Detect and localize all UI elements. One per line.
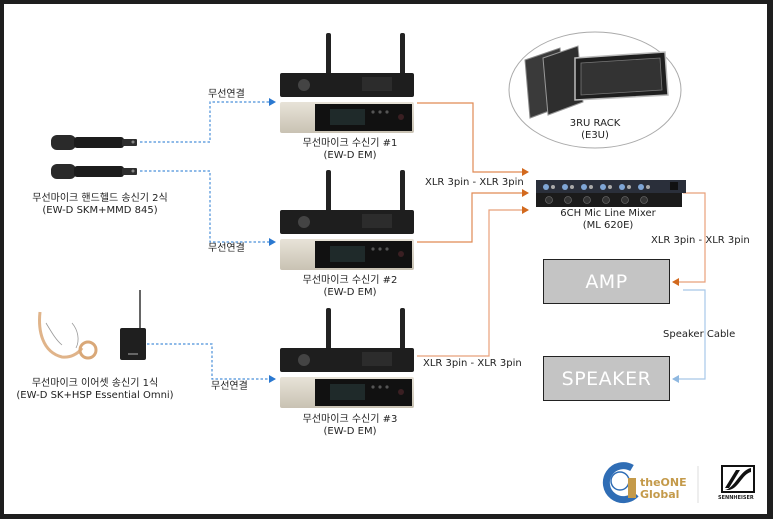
receiver-2-label: 무선마이크 수신기 #2 (EW-D EM) (290, 275, 410, 299)
speaker-box: SPEAKER (543, 356, 670, 401)
rack-label: 3RU RACK (E3U) (550, 118, 640, 142)
mixer-xlr-input (564, 196, 572, 204)
earset-headset-icon (38, 311, 98, 360)
antenna-icon (400, 33, 405, 77)
speaker-cable-link (672, 289, 706, 383)
xlr-link-amp (672, 192, 706, 286)
receiver-3-label: 무선마이크 수신기 #3 (EW-D EM) (290, 414, 410, 438)
mixer-knob (551, 185, 555, 189)
theone-global-logo (602, 462, 639, 504)
mixer-xlr-input (545, 196, 553, 204)
mixer-xlr-input (602, 196, 610, 204)
mixer-knob (608, 185, 612, 189)
wireless-links (140, 98, 276, 383)
rack-label-line2: (E3U) (581, 130, 609, 141)
rack-case-image (524, 45, 669, 119)
xlr-link-2 (417, 189, 529, 243)
xlr-label-1: XLR 3pin - XLR 3pin (425, 177, 524, 188)
theone-logo-text: theONE Global (640, 477, 687, 501)
mixer-xlr-input (640, 196, 648, 204)
mixer-xlr-input (621, 196, 629, 204)
antenna-icon (326, 308, 331, 352)
mixer-knob (627, 185, 631, 189)
mixer-knob (543, 184, 549, 190)
amp-box: AMP (543, 259, 670, 304)
speaker-cable-label: Speaker Cable (663, 329, 736, 340)
rack-label-line1: 3RU RACK (569, 118, 621, 129)
wireless-label-2: 무선연결 (208, 243, 245, 254)
mixer-label-line1: 6CH Mic Line Mixer (560, 208, 656, 219)
receiver-1-device (280, 33, 414, 133)
receiver-3-device (280, 308, 414, 408)
handheld-mic-2 (51, 164, 137, 179)
antenna-icon (326, 33, 331, 77)
xlr-label-3: XLR 3pin - XLR 3pin (651, 235, 750, 246)
sennheiser-logo (721, 465, 755, 493)
wireless-label-3: 무선연결 (211, 381, 248, 392)
antenna-icon (400, 170, 405, 214)
receiver-2-label-line2: (EW-D EM) (323, 287, 377, 298)
mixer-knob (589, 185, 593, 189)
mixer-knob (562, 184, 568, 190)
xlr-links (417, 102, 706, 357)
antenna-icon (400, 308, 405, 352)
xlr-link-3 (417, 206, 529, 357)
handheld-mic-1 (51, 135, 137, 150)
handheld-label-line2: (EW-D SKM+MMD 845) (42, 205, 158, 216)
receiver-1-label-line1: 무선마이크 수신기 #1 (302, 138, 398, 149)
wireless-label-1: 무선연결 (208, 89, 245, 100)
earset-label-line2: (EW-D SK+HSP Essential Omni) (16, 390, 174, 401)
xlr-link-1 (417, 102, 529, 176)
handheld-transmitter-label: 무선마이크 핸드헬드 송신기 2식 (EW-D SKM+MMD 845) (20, 193, 180, 217)
mixer-knob (581, 184, 587, 190)
mixer-label-line2: (ML 620E) (582, 220, 634, 231)
mixer-xlr-input (583, 196, 591, 204)
wireless-link-1 (140, 98, 276, 143)
mixer-knob (638, 184, 644, 190)
handheld-label-line1: 무선마이크 핸드헬드 송신기 2식 (32, 193, 168, 204)
theone-logo-line2: Global (640, 488, 680, 501)
receiver-3-label-line2: (EW-D EM) (323, 426, 377, 437)
antenna-icon (326, 170, 331, 214)
wireless-link-3 (147, 343, 276, 383)
theone-logo-line1: theONE (640, 476, 687, 489)
receiver-1-label: 무선마이크 수신기 #1 (EW-D EM) (290, 138, 410, 162)
receiver-2-device (280, 170, 414, 270)
receiver-3-label-line1: 무선마이크 수신기 #3 (302, 414, 398, 425)
mixer-device (536, 180, 686, 207)
mixer-knob (570, 185, 574, 189)
bodypack-transmitter (120, 290, 146, 360)
mixer-knob (600, 184, 606, 190)
earset-transmitter-label: 무선마이크 이어셋 송신기 1식 (EW-D SK+HSP Essential … (10, 378, 180, 402)
earset-label-line1: 무선마이크 이어셋 송신기 1식 (31, 378, 159, 389)
sennheiser-logo-text: SENNHEISER (718, 495, 754, 501)
mixer-label: 6CH Mic Line Mixer (ML 620E) (548, 208, 668, 232)
wireless-link-2 (140, 170, 276, 246)
mixer-knob (619, 184, 625, 190)
receiver-1-label-line2: (EW-D EM) (323, 150, 377, 161)
mixer-knob (646, 185, 650, 189)
xlr-label-2: XLR 3pin - XLR 3pin (423, 358, 522, 369)
receiver-2-label-line1: 무선마이크 수신기 #2 (302, 275, 398, 286)
